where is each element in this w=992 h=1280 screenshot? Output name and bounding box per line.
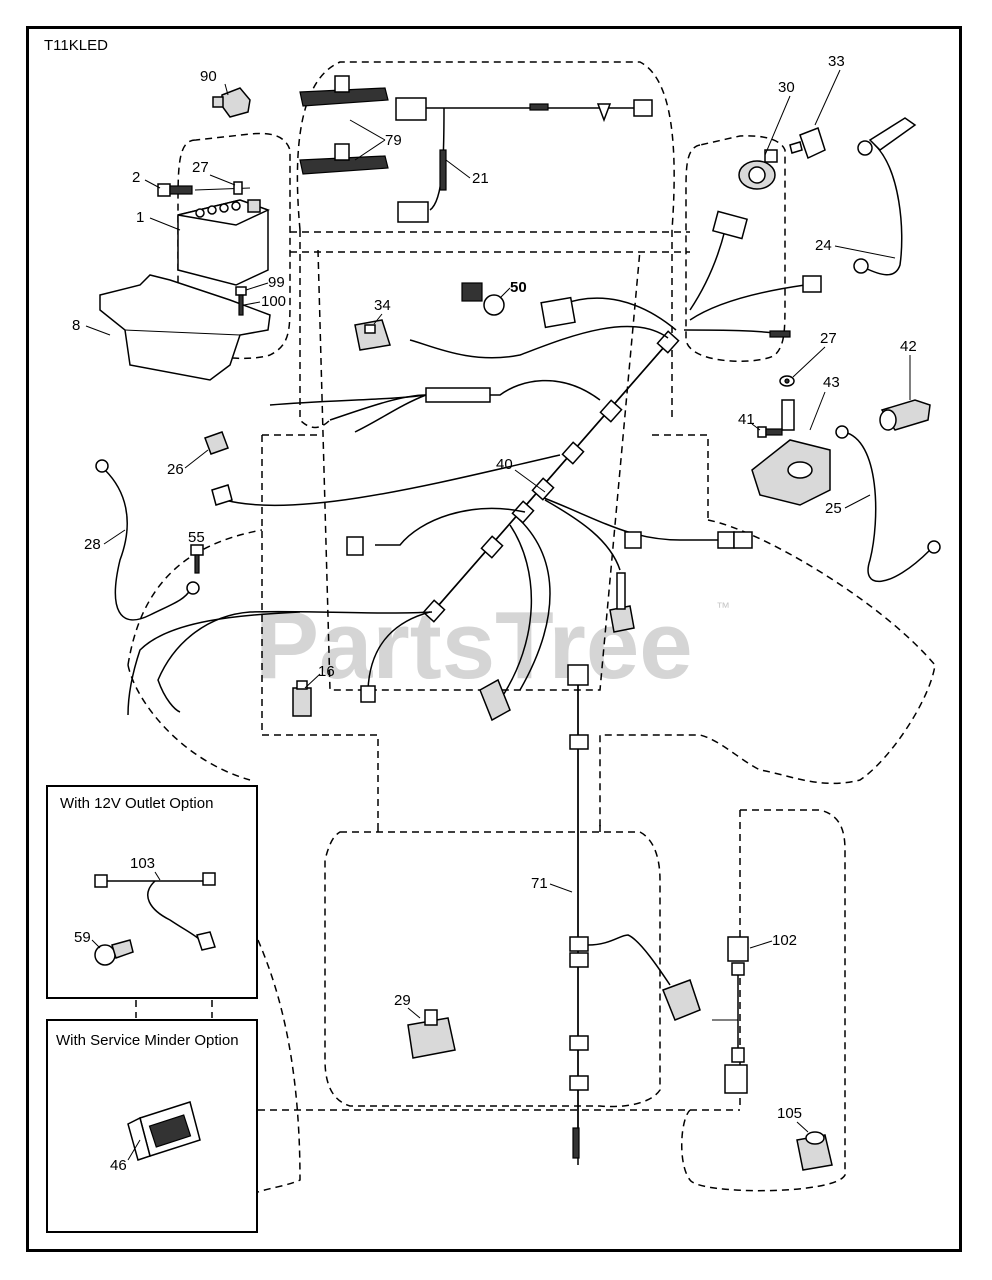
connector-plug-3	[479, 678, 511, 722]
boot-42	[879, 399, 931, 431]
callout-46: 46	[110, 1157, 127, 1174]
callout-1: 1	[136, 209, 144, 226]
screw-41	[757, 426, 783, 438]
callout-2: 2	[132, 169, 140, 186]
diagram-frame	[26, 26, 962, 1252]
callout-55: 55	[188, 529, 205, 546]
part-105	[796, 1131, 833, 1171]
callout-79: 79	[385, 132, 402, 149]
connector-plug-2	[346, 536, 364, 556]
cable-terminals	[95, 117, 941, 595]
option-box-12v: With 12V Outlet Option	[46, 785, 258, 999]
callout-34: 34	[374, 297, 391, 314]
callout-24: 24	[815, 237, 832, 254]
harness-102	[712, 936, 749, 1094]
callout-99: 99	[268, 274, 285, 291]
callout-8: 8	[72, 317, 80, 334]
connector-plug	[211, 484, 233, 506]
switch-34	[354, 319, 391, 351]
solenoid-43	[751, 399, 831, 506]
battery	[177, 199, 270, 286]
harness-71	[567, 664, 701, 1165]
fuse-26	[204, 431, 229, 455]
callout-27-top: 27	[192, 159, 209, 176]
nut-27	[779, 375, 795, 387]
callout-30: 30	[778, 79, 795, 96]
relay-16	[292, 680, 312, 717]
callout-26: 26	[167, 461, 184, 478]
part-50	[461, 282, 505, 316]
callout-50: 50	[510, 279, 527, 296]
callout-21: 21	[472, 170, 489, 187]
callout-42: 42	[900, 338, 917, 355]
callout-100: 100	[261, 293, 286, 310]
callout-59: 59	[74, 929, 91, 946]
connector-wire	[616, 572, 626, 610]
option-box-12v-title: With 12V Outlet Option	[60, 795, 213, 812]
callout-103: 103	[130, 855, 155, 872]
label-plate	[540, 296, 576, 329]
callout-27: 27	[820, 330, 837, 347]
callout-40: 40	[496, 456, 513, 473]
screw-99	[235, 286, 247, 316]
connector-small	[360, 685, 376, 703]
cable-24	[864, 144, 903, 276]
harness-21	[395, 97, 653, 223]
callout-33: 33	[828, 53, 845, 70]
cable-25	[843, 431, 931, 583]
callouts: 90 79 21 33 30 27 2 1 99 100 8 34 50 24 …	[72, 53, 917, 1174]
model-code: T11KLED	[44, 37, 108, 54]
callout-28: 28	[84, 536, 101, 553]
option-box-service-minder: With Service Minder Option	[46, 1019, 258, 1233]
callout-29: 29	[394, 992, 411, 1009]
switch-29	[407, 1009, 456, 1059]
callout-25: 25	[825, 500, 842, 517]
key-33	[789, 127, 826, 160]
callout-43: 43	[823, 374, 840, 391]
part-90	[212, 87, 251, 118]
option-box-service-minder-title: With Service Minder Option	[56, 1032, 239, 1049]
main-wire-harness	[127, 210, 822, 716]
connector-plug-4	[609, 605, 635, 633]
ignition-switch-30	[738, 149, 778, 190]
screw-55	[190, 544, 204, 574]
watermark-trademark: ™	[716, 599, 730, 615]
callout-90: 90	[200, 68, 217, 85]
callout-105: 105	[777, 1105, 802, 1122]
switch-79	[299, 75, 389, 175]
callout-16: 16	[318, 663, 335, 680]
callout-71: 71	[531, 875, 548, 892]
callout-102: 102	[772, 932, 797, 949]
callout-41: 41	[738, 411, 755, 428]
cable-28	[104, 469, 191, 621]
battery-tray	[99, 274, 271, 381]
bolt-2	[157, 181, 251, 197]
